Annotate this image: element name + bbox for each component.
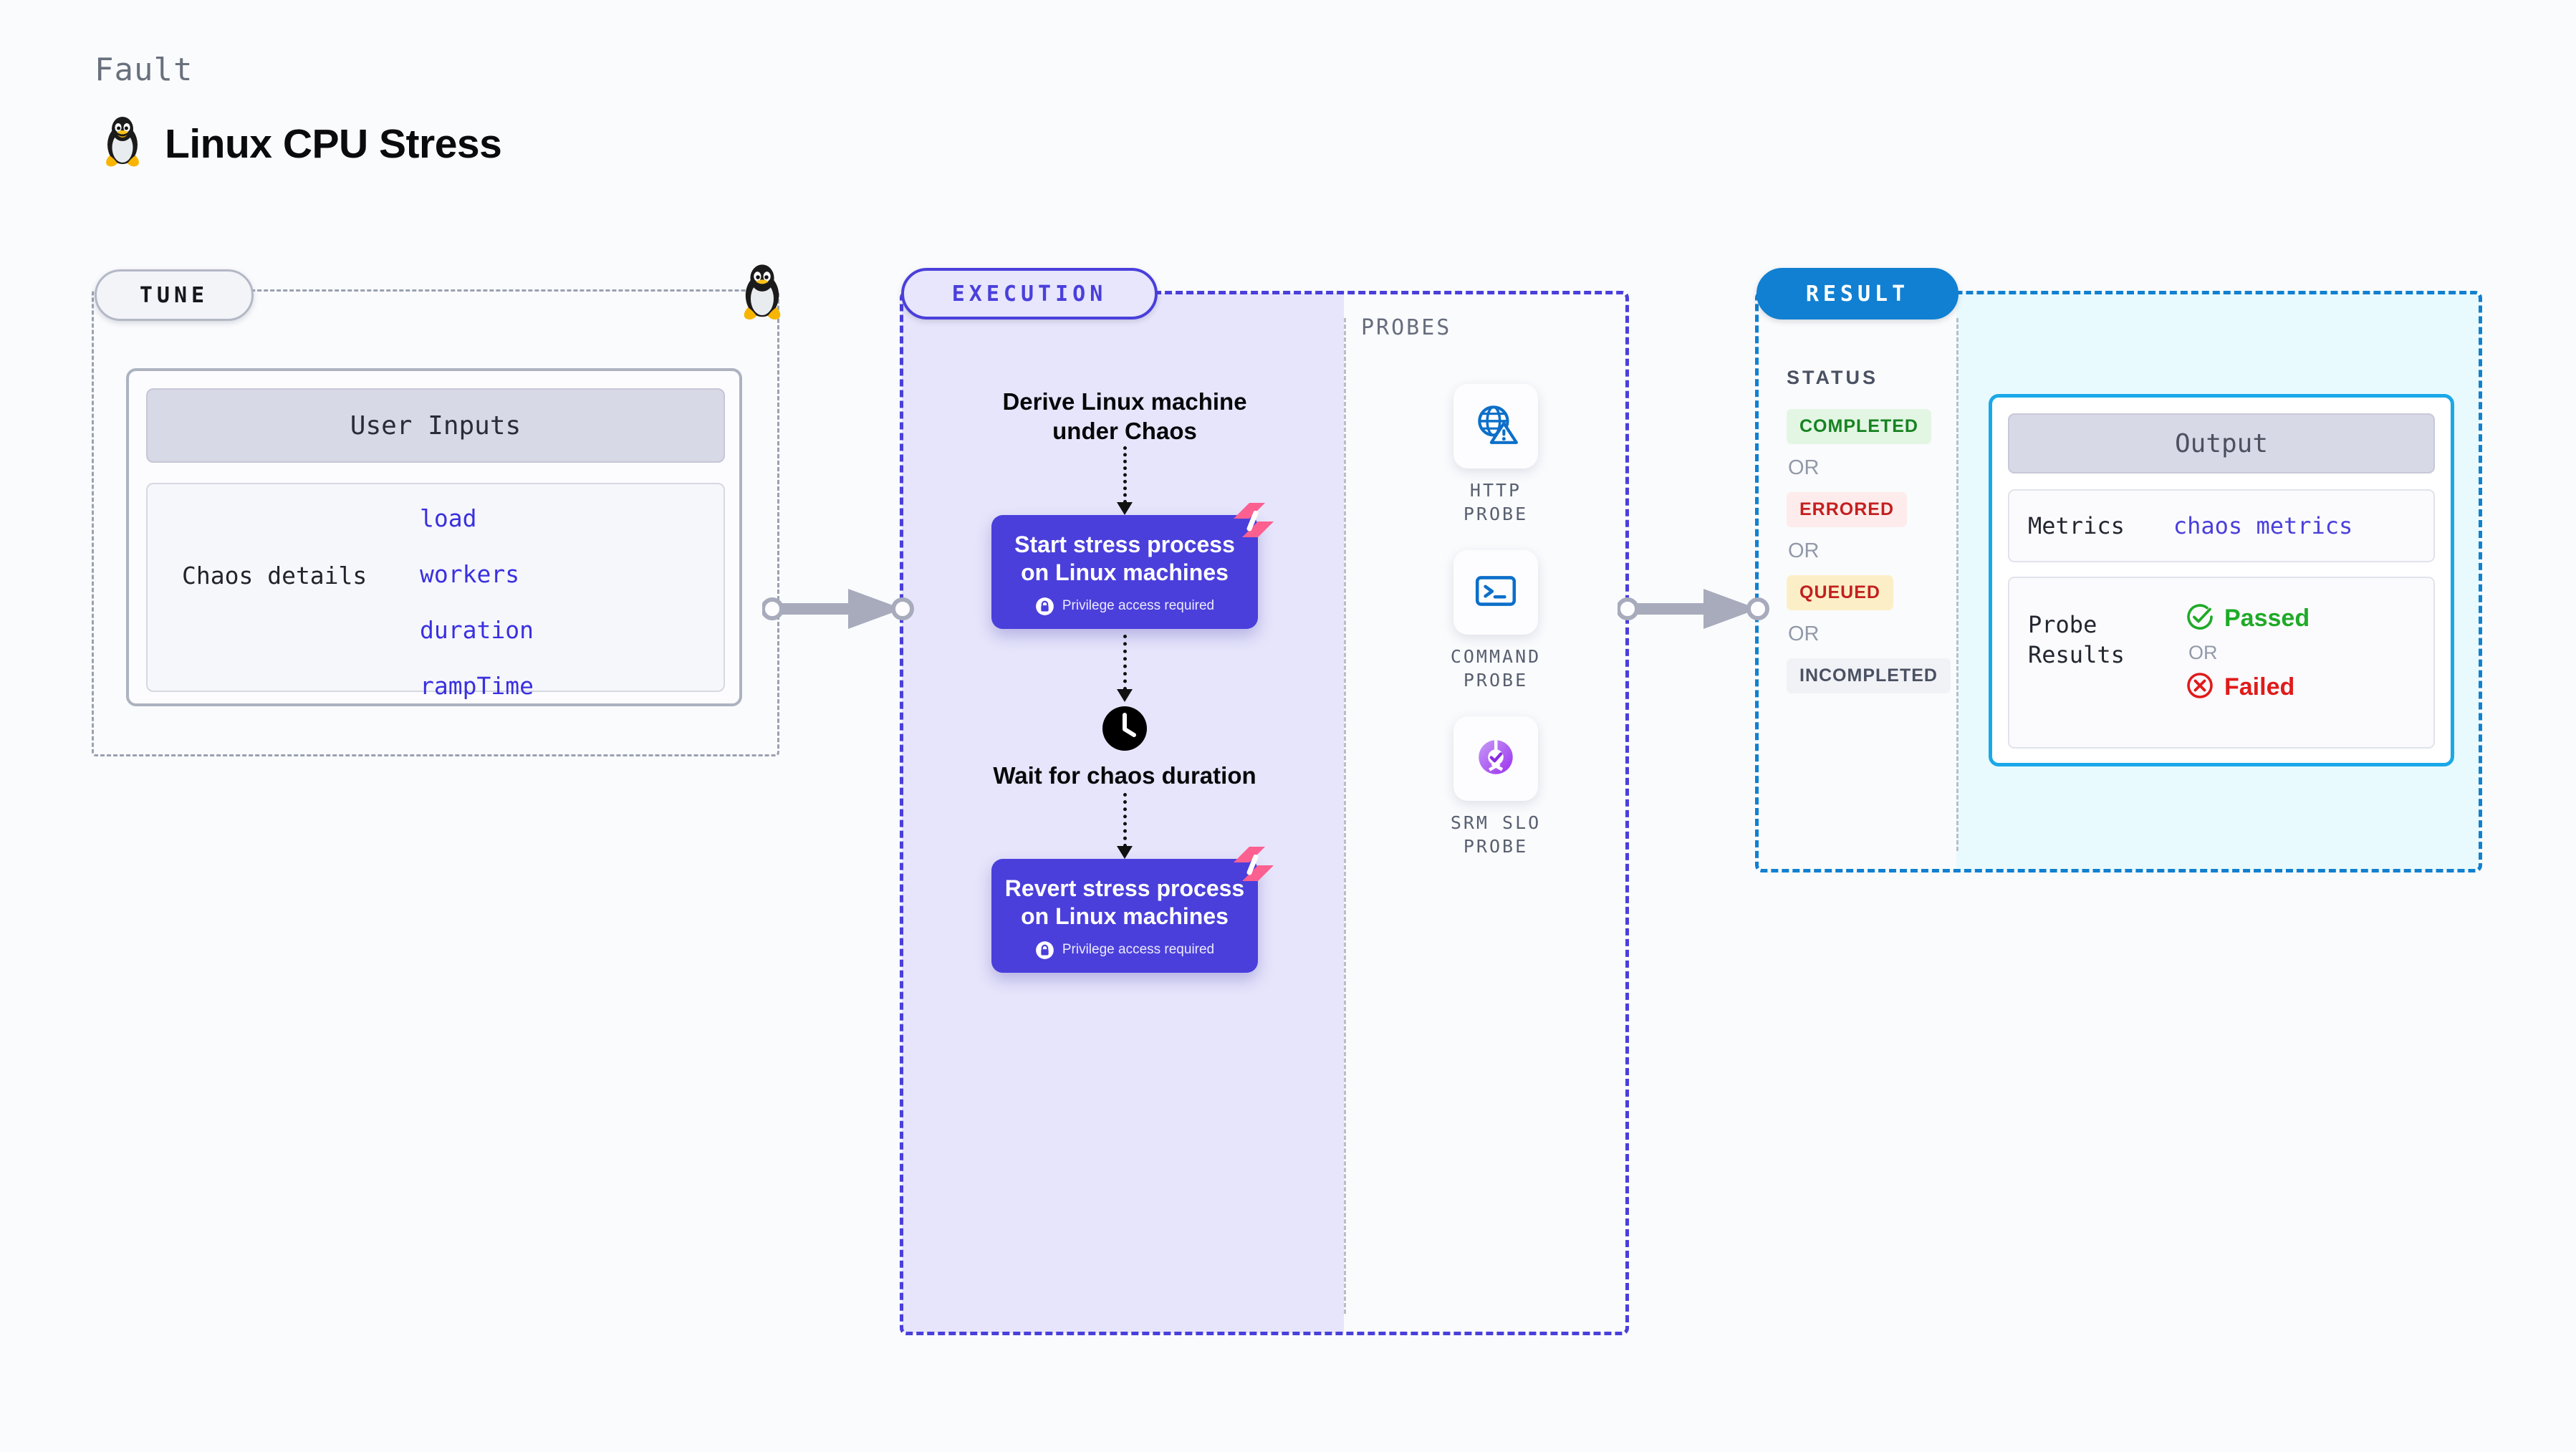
terminal-icon — [1472, 567, 1519, 618]
chaos-details-label: Chaos details — [182, 562, 367, 590]
status-badge-incompleted: INCOMPLETED — [1787, 658, 1951, 693]
globe-warning-icon — [1472, 401, 1519, 452]
probes-list: HTTP PROBE COMMAND PROBE — [1431, 384, 1560, 883]
execution-panel — [900, 291, 1629, 1335]
probe-item-http[interactable]: HTTP PROBE — [1431, 384, 1560, 526]
probes-section-label: PROBES — [1361, 315, 1452, 340]
probe-tile — [1453, 716, 1538, 801]
tune-linux-penguin-icon — [736, 262, 788, 322]
passed-label: Passed — [2224, 605, 2310, 632]
chaos-param-duration[interactable]: duration — [420, 616, 534, 644]
privilege-note: Privilege access required — [1004, 597, 1245, 616]
status-badge-queued: QUEUED — [1787, 575, 1893, 610]
lock-icon — [1035, 597, 1054, 616]
user-inputs-card-body: Chaos details load workers duration ramp… — [146, 483, 725, 700]
tune-panel — [92, 289, 779, 756]
output-metrics-row: Metrics chaos metrics — [2008, 489, 2435, 562]
probe-item-srm-slo[interactable]: SRM SLO PROBE — [1431, 716, 1560, 858]
srm-slo-donut-check-icon — [1472, 734, 1519, 784]
status-badge-errored: ERRORED — [1787, 492, 1908, 527]
chaos-param-load[interactable]: load — [420, 504, 477, 532]
linux-penguin-icon — [100, 115, 145, 173]
probe-label: SRM SLO PROBE — [1450, 812, 1542, 857]
privilege-note-text: Privilege access required — [1062, 942, 1215, 958]
probe-results-values: Passed OR Failed — [2186, 602, 2310, 703]
harness-logo-icon — [1231, 497, 1277, 543]
wait-step-text: Wait for chaos duration — [993, 761, 1256, 789]
x-circle-icon — [2186, 671, 2214, 703]
output-card-header: Output — [2008, 413, 2435, 473]
check-circle-icon — [2186, 602, 2214, 635]
user-inputs-card-header: User Inputs — [146, 388, 725, 463]
clock-icon — [1101, 705, 1148, 752]
execution-pill-label: EXECUTION — [901, 268, 1158, 319]
chaos-param-workers[interactable]: workers — [420, 560, 520, 588]
status-or: OR — [1788, 622, 1820, 645]
result-pill-label: RESULT — [1756, 268, 1959, 319]
execution-step-wait: Wait for chaos duration — [967, 705, 1282, 790]
status-or: OR — [1788, 539, 1820, 562]
execution-flow: Derive Linux machine under Chaos Start s… — [967, 387, 1282, 973]
page-title: Linux CPU Stress — [165, 120, 502, 167]
probe-result-passed: Passed — [2186, 602, 2310, 635]
status-or: OR — [1788, 456, 1820, 479]
probes-divider — [1344, 318, 1346, 1314]
execution-step-heading: Derive Linux machine under Chaos — [1002, 388, 1247, 445]
chaos-param-ramptime[interactable]: rampTime — [420, 672, 534, 700]
tune-pill-label: TUNE — [95, 269, 254, 321]
flow-arrow-2 — [1116, 634, 1133, 702]
user-inputs-card: User Inputs Chaos details load workers d… — [126, 368, 742, 706]
probe-tile — [1453, 384, 1538, 468]
result-status-column: STATUS COMPLETED OR ERRORED OR QUEUED OR… — [1787, 367, 1951, 693]
privilege-note: Privilege access required — [1004, 941, 1245, 960]
harness-logo-icon — [1231, 841, 1277, 887]
execution-action-start-stress[interactable]: Start stress process on Linux machines P… — [991, 502, 1274, 629]
privilege-note-text: Privilege access required — [1062, 598, 1215, 614]
status-badge-completed: COMPLETED — [1787, 409, 1931, 444]
action-title: Start stress process on Linux machines — [1014, 531, 1235, 585]
flow-arrow-3 — [1116, 792, 1133, 859]
probe-label: COMMAND PROBE — [1450, 646, 1542, 691]
flow-arrow-1 — [1116, 446, 1133, 515]
status-label: STATUS — [1787, 367, 1878, 388]
failed-label: Failed — [2224, 673, 2295, 701]
probe-result-or: OR — [2188, 642, 2218, 663]
probe-result-failed: Failed — [2186, 671, 2310, 703]
connector-execution-to-result — [1616, 573, 1775, 648]
action-title: Revert stress process on Linux machines — [1004, 875, 1245, 929]
probe-tile — [1453, 550, 1538, 635]
probe-label: HTTP PROBE — [1463, 480, 1529, 524]
lock-icon — [1035, 941, 1054, 960]
page-kicker: Fault — [95, 52, 193, 88]
metrics-label: Metrics — [2028, 512, 2125, 539]
page-title-row: Linux CPU Stress — [100, 115, 502, 173]
execution-action-revert-stress[interactable]: Revert stress process on Linux machines … — [991, 846, 1274, 973]
connector-tune-to-execution — [761, 573, 920, 648]
probe-item-command[interactable]: COMMAND PROBE — [1431, 550, 1560, 692]
chaos-params-list: load workers duration rampTime — [420, 504, 534, 700]
result-divider — [1956, 318, 1959, 851]
metrics-value[interactable]: chaos metrics — [2173, 512, 2353, 539]
result-panel — [1755, 291, 2482, 872]
